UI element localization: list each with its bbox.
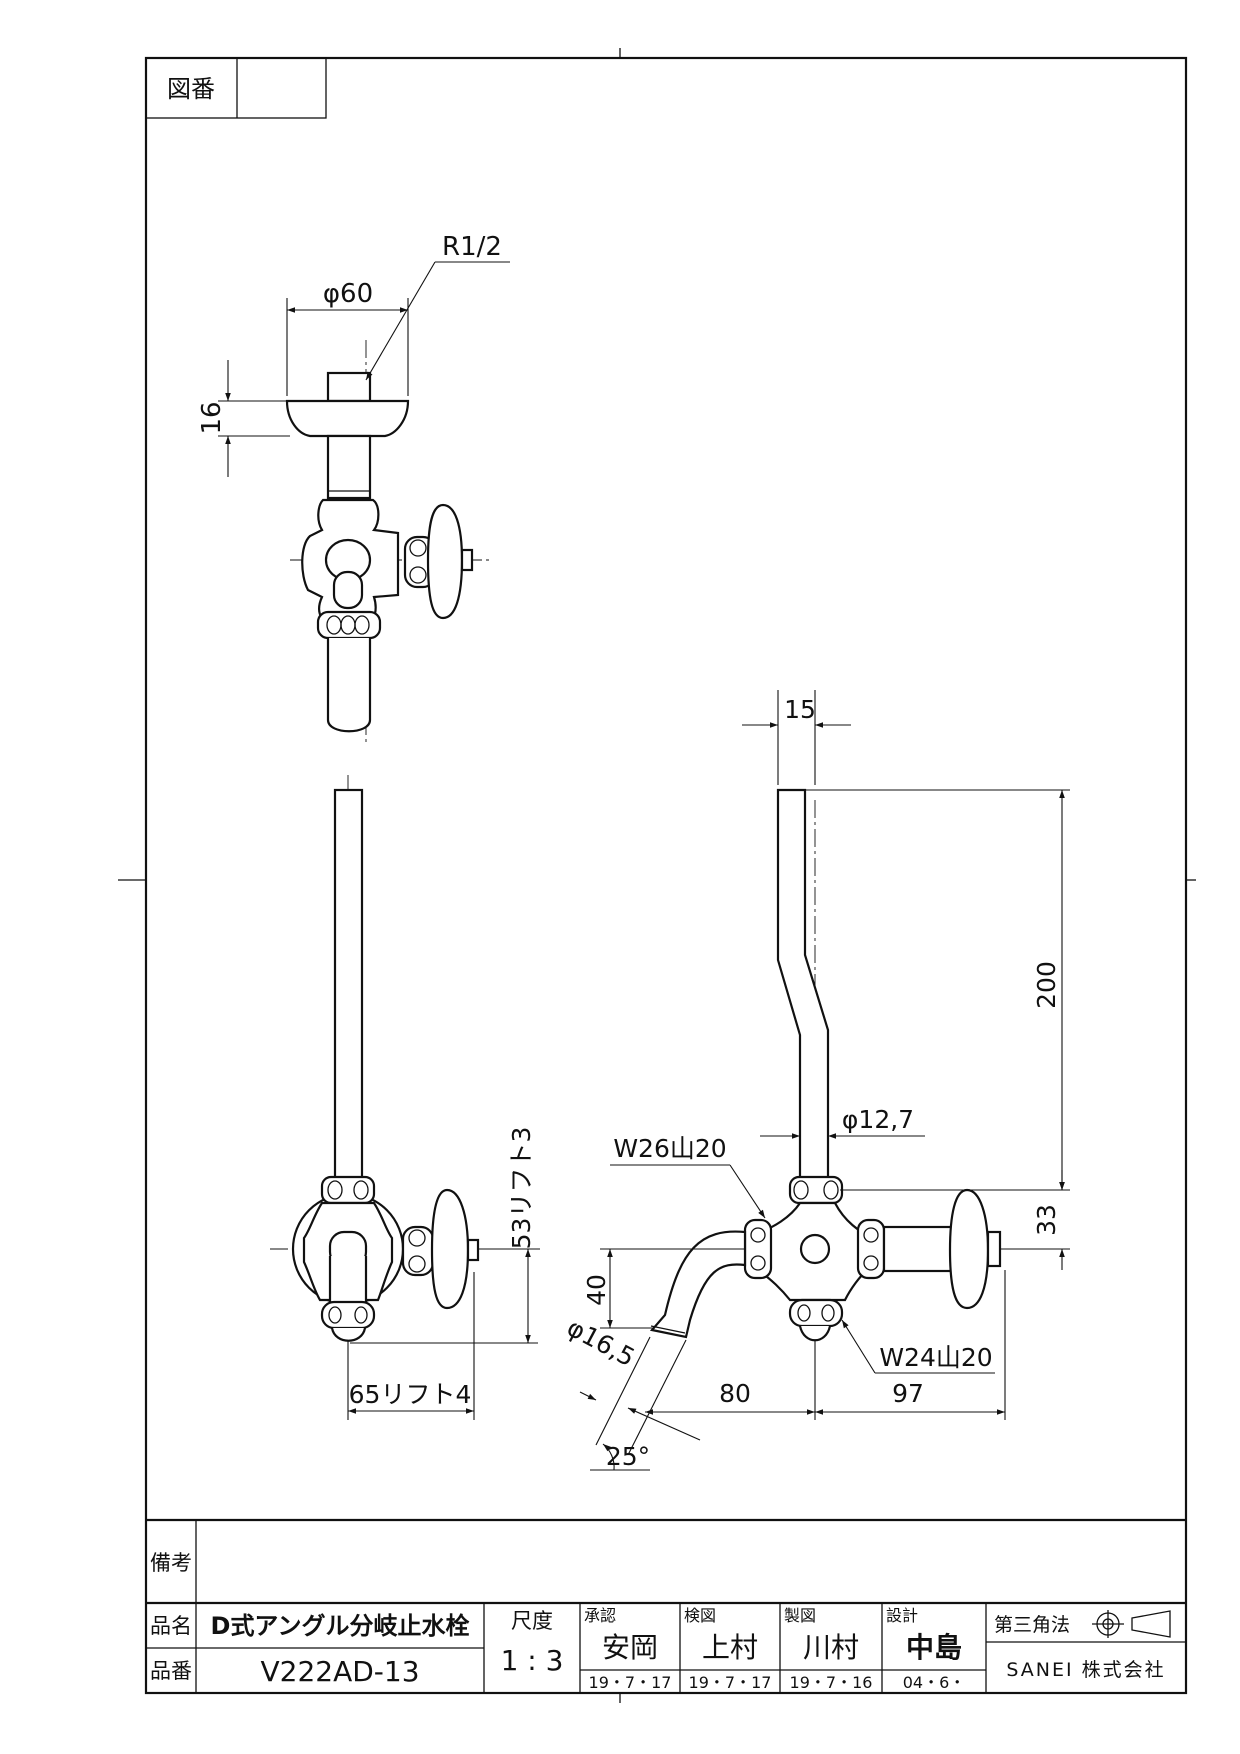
spout-nut (743, 1218, 773, 1280)
side-view: 15 200 33 φ12,7 W26山20 W24山20 40 (562, 690, 1070, 1471)
approval-name: 安岡 (602, 1631, 658, 1664)
scale-value: 1 : 3 (501, 1644, 564, 1677)
draft-date: 19・7・16 (790, 1673, 873, 1692)
dim-vertical-offset-text: 53リフト3 (507, 1127, 536, 1250)
handle-cap (986, 1230, 1002, 1268)
top-nut-side (788, 1175, 844, 1205)
outlet-tube (326, 638, 372, 733)
thread-stub (326, 371, 372, 403)
dim-spout-drop-text: 40 (582, 1274, 611, 1306)
check-label: 検図 (684, 1606, 716, 1625)
bottom-nut (320, 1300, 376, 1330)
supply-pipe (333, 788, 364, 1182)
dim-pipe-length-text: 200 (1032, 961, 1061, 1009)
handle-wheel-side (948, 1188, 990, 1310)
outlet-stub (332, 570, 364, 610)
handle-screw (460, 548, 474, 572)
name-label: 品名 (150, 1614, 192, 1638)
draft-name: 川村 (803, 1631, 859, 1664)
dim-thread-text: R1/2 (442, 232, 502, 262)
draft-label: 製図 (784, 1606, 816, 1625)
dim-spout-angle-text: 25° (606, 1442, 650, 1471)
top-nut (320, 1175, 376, 1205)
dim-handle-reach-text: 97 (892, 1379, 924, 1408)
body-pipe (326, 434, 372, 500)
drawing-number-box: 図番 (145, 57, 327, 119)
remarks-label: 備考 (150, 1551, 192, 1575)
design-label: 設計 (886, 1606, 918, 1625)
dim-flange-height-text: 16 (197, 401, 227, 434)
design-date: 04・6・ (903, 1673, 966, 1692)
dim-nut-top-text: W26山20 (613, 1134, 726, 1163)
approval-label: 承認 (584, 1606, 616, 1625)
title-block: 備考 品名 D式アングル分岐止水栓 品番 V222AD-13 尺度 1 : 3 … (146, 1518, 1186, 1693)
scale-label: 尺度 (511, 1609, 553, 1633)
drawing-number-label: 図番 (167, 75, 215, 103)
dim-pipe-offset-text: 15 (784, 695, 816, 724)
border (144, 56, 1188, 1695)
projection-label: 第三角法 (994, 1614, 1070, 1636)
dim-handle-height-text: 33 (1032, 1204, 1061, 1236)
handle-nut (856, 1218, 886, 1280)
dim-spout-dia-text: φ16,5 (562, 1313, 639, 1372)
body-boss (799, 1233, 831, 1265)
product-name: D式アングル分岐止水栓 (211, 1612, 470, 1640)
front-view: 53リフト3 65リフト4 (270, 775, 540, 1420)
check-date: 19・7・17 (689, 1673, 772, 1692)
spout-dia-ext-right (627, 1339, 687, 1456)
bent-supply-pipe (776, 788, 830, 1187)
leader-w24 (841, 1319, 876, 1374)
product-number: V222AD-13 (260, 1655, 419, 1688)
projection-symbol (1092, 1610, 1171, 1638)
top-view: φ60 R1/2 16 (197, 232, 510, 745)
dim-horizontal-offset-text: 65リフト4 (349, 1380, 472, 1409)
dim-nut-bottom-text: W24山20 (879, 1343, 992, 1372)
design-name: 中島 (906, 1631, 962, 1664)
dim-spout-reach-text: 80 (719, 1379, 751, 1408)
approval-date: 19・7・17 (589, 1673, 672, 1692)
number-label: 品番 (150, 1659, 192, 1683)
check-name: 上村 (702, 1631, 758, 1664)
dim-pipe-dia-text: φ12,7 (842, 1105, 914, 1134)
company-name: SANEI 株式会社 (1006, 1659, 1165, 1681)
wall-flange (285, 399, 410, 438)
handle-wheel (426, 503, 464, 620)
leader-thread (365, 261, 436, 381)
handle-wheel-front (430, 1188, 470, 1310)
dim-flange-dia-text: φ60 (323, 279, 373, 309)
spout-dia-ext-left (595, 1336, 651, 1446)
drawing-frame (118, 48, 1196, 1703)
curved-spout (649, 1230, 747, 1339)
handle-stem-front (401, 1225, 435, 1277)
leader-w26 (729, 1164, 766, 1219)
